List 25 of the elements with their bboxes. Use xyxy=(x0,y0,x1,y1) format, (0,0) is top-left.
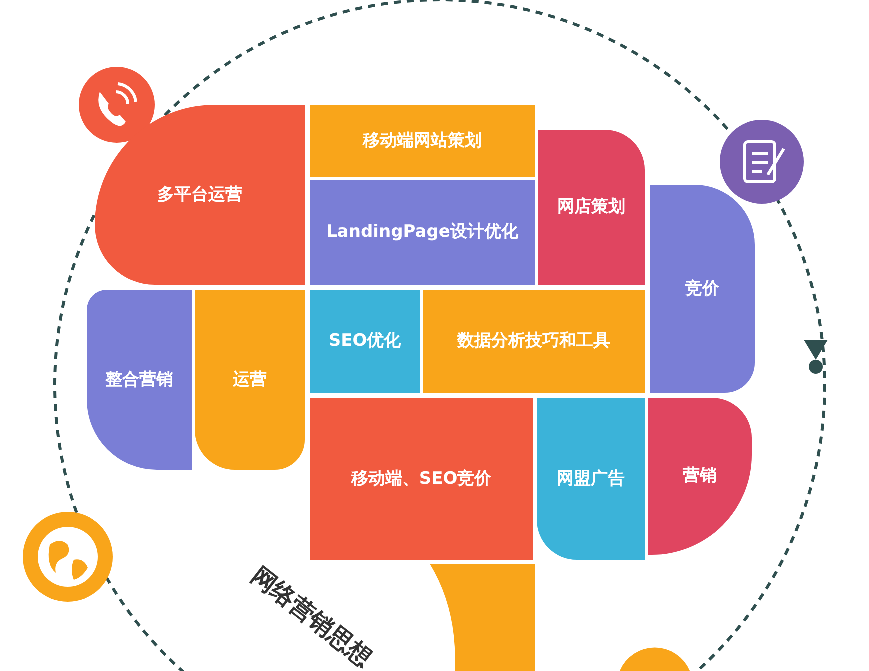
curved-caption: 网络营销思想 xyxy=(246,560,378,671)
piece-label: 数据分析技巧和工具 xyxy=(458,330,610,353)
puzzle-piece xyxy=(310,180,535,285)
brainstem-shape xyxy=(430,564,535,671)
puzzle-piece xyxy=(195,290,305,470)
puzzle-piece xyxy=(310,398,533,560)
piece-label: 运营 xyxy=(233,368,267,392)
puzzle-piece xyxy=(310,105,535,177)
piece-label: 网盟广告 xyxy=(557,468,625,490)
puzzle-piece xyxy=(95,105,305,285)
puzzle-piece xyxy=(650,185,755,393)
piece-label: LandingPage设计优化 xyxy=(326,221,518,244)
piece-label: 多平台运营 xyxy=(158,184,242,206)
piece-label: 营销 xyxy=(683,465,717,488)
piece-label: 移动端、SEO竞价 xyxy=(351,468,492,490)
piece-label: SEO优化 xyxy=(328,330,402,353)
puzzle-piece xyxy=(87,290,192,470)
piece-label: 竞价 xyxy=(686,278,720,300)
puzzle-piece xyxy=(310,290,420,393)
piece-label: 网店策划 xyxy=(558,196,626,219)
puzzle-piece xyxy=(423,290,645,393)
puzzle-piece xyxy=(537,398,645,560)
piece-label: 整合营销 xyxy=(106,368,174,392)
piece-label: 移动端网站策划 xyxy=(363,130,482,152)
puzzle-piece xyxy=(538,130,645,285)
